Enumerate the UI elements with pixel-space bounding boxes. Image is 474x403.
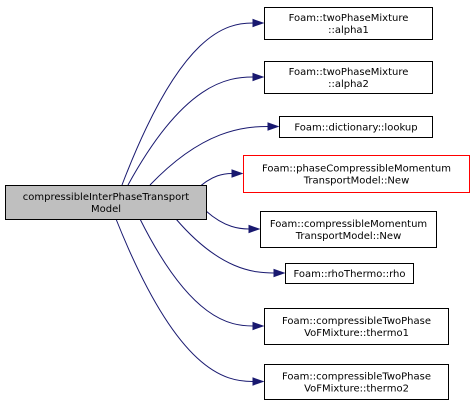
node-twophasemixture-alpha2-label-line-2: ::alpha2 [328,79,369,90]
node-dictionary-lookup[interactable]: Foam::dictionary::lookup [279,116,433,138]
node-twophasemixture-alpha1-label-line-2: ::alpha1 [328,25,369,36]
arrowhead-icon [252,18,265,28]
node-rhothermo-rho-box [285,263,414,284]
arrowhead-icon [267,122,280,131]
node-compressiblemomentumtransportmodel-new[interactable]: Foam::compressibleMomentumTransportModel… [260,211,437,248]
node-compressible-inter-phase-transport-model-label-line-2: Model [91,204,121,215]
node-twophasemixture-alpha2-box [264,61,433,94]
node-compressibletwophasevofmixture-thermo2-label-line-1: Foam::compressibleTwoPhase [282,372,431,383]
edge-to-compressiblemomentumtransportmodel-new [205,210,250,230]
node-compressible-inter-phase-transport-model-box [5,185,207,220]
node-twophasemixture-alpha1-label-line-1: Foam::twoPhaseMixture [289,13,409,24]
node-phasecompressiblemomentumtransportmodel-new-box [243,155,470,193]
arrowhead-icon [231,169,244,178]
node-dictionary-lookup-box [279,116,433,138]
node-phasecompressiblemomentumtransportmodel-new: Foam::phaseCompressibleMomentumTransport… [243,155,470,193]
node-compressible-inter-phase-transport-model-label-line-1: compressibleInterPhaseTransport [23,192,190,203]
node-compressibletwophasevofmixture-thermo1-label-line-2: VoFMixture::thermo1 [304,328,409,339]
arrowhead-icon [252,321,265,331]
node-compressibletwophasevofmixture-thermo1[interactable]: Foam::compressibleTwoPhaseVoFMixture::th… [264,308,449,345]
node-compressibletwophasevofmixture-thermo2-box [264,364,449,400]
call-nodes: compressibleInterPhaseTransportModelFoam… [5,7,470,400]
arrowhead-icon [252,377,265,386]
node-compressiblemomentumtransportmodel-new-box [260,211,437,248]
node-twophasemixture-alpha2-label-line-1: Foam::twoPhaseMixture [289,67,409,78]
arrowhead-icon [273,268,286,278]
node-rhothermo-rho-label-line-1: Foam::rhoThermo::rho [293,269,405,280]
node-rhothermo-rho[interactable]: Foam::rhoThermo::rho [285,263,414,284]
node-compressiblemomentumtransportmodel-new-label-line-2: TransportModel::New [295,231,402,242]
node-dictionary-lookup-label-line-1: Foam::dictionary::lookup [294,123,417,134]
arrowhead-icon [248,224,261,234]
edge-to-compressibletwophasevofmixture-thermo1 [139,218,254,327]
node-compressibletwophasevofmixture-thermo2-label-line-2: VoFMixture::thermo2 [304,384,409,395]
node-twophasemixture-alpha1-box [264,7,433,40]
node-compressibletwophasevofmixture-thermo2[interactable]: Foam::compressibleTwoPhaseVoFMixture::th… [264,364,449,400]
edge-to-dictionary-lookup [149,126,269,186]
node-twophasemixture-alpha1[interactable]: Foam::twoPhaseMixture::alpha1 [264,7,433,40]
arrowhead-icon [252,72,265,82]
edge-to-rhothermo-rho [175,218,275,274]
node-compressibletwophasevofmixture-thermo1-label-line-1: Foam::compressibleTwoPhase [282,316,431,327]
node-twophasemixture-alpha2[interactable]: Foam::twoPhaseMixture::alpha2 [264,61,433,94]
node-phasecompressiblemomentumtransportmodel-new-label-line-2: TransportModel::New [303,176,410,187]
node-compressibletwophasevofmixture-thermo1-box [264,308,449,345]
call-edges [115,18,286,386]
node-compressiblemomentumtransportmodel-new-label-line-1: Foam::compressibleMomentum [270,219,427,230]
edge-to-compressibletwophasevofmixture-thermo2 [115,218,254,382]
edge-to-twophasemixture-alpha2 [127,76,254,186]
node-phasecompressiblemomentumtransportmodel-new-label-line-1: Foam::phaseCompressibleMomentum [262,164,451,175]
edge-to-twophasemixture-alpha1 [121,22,254,186]
